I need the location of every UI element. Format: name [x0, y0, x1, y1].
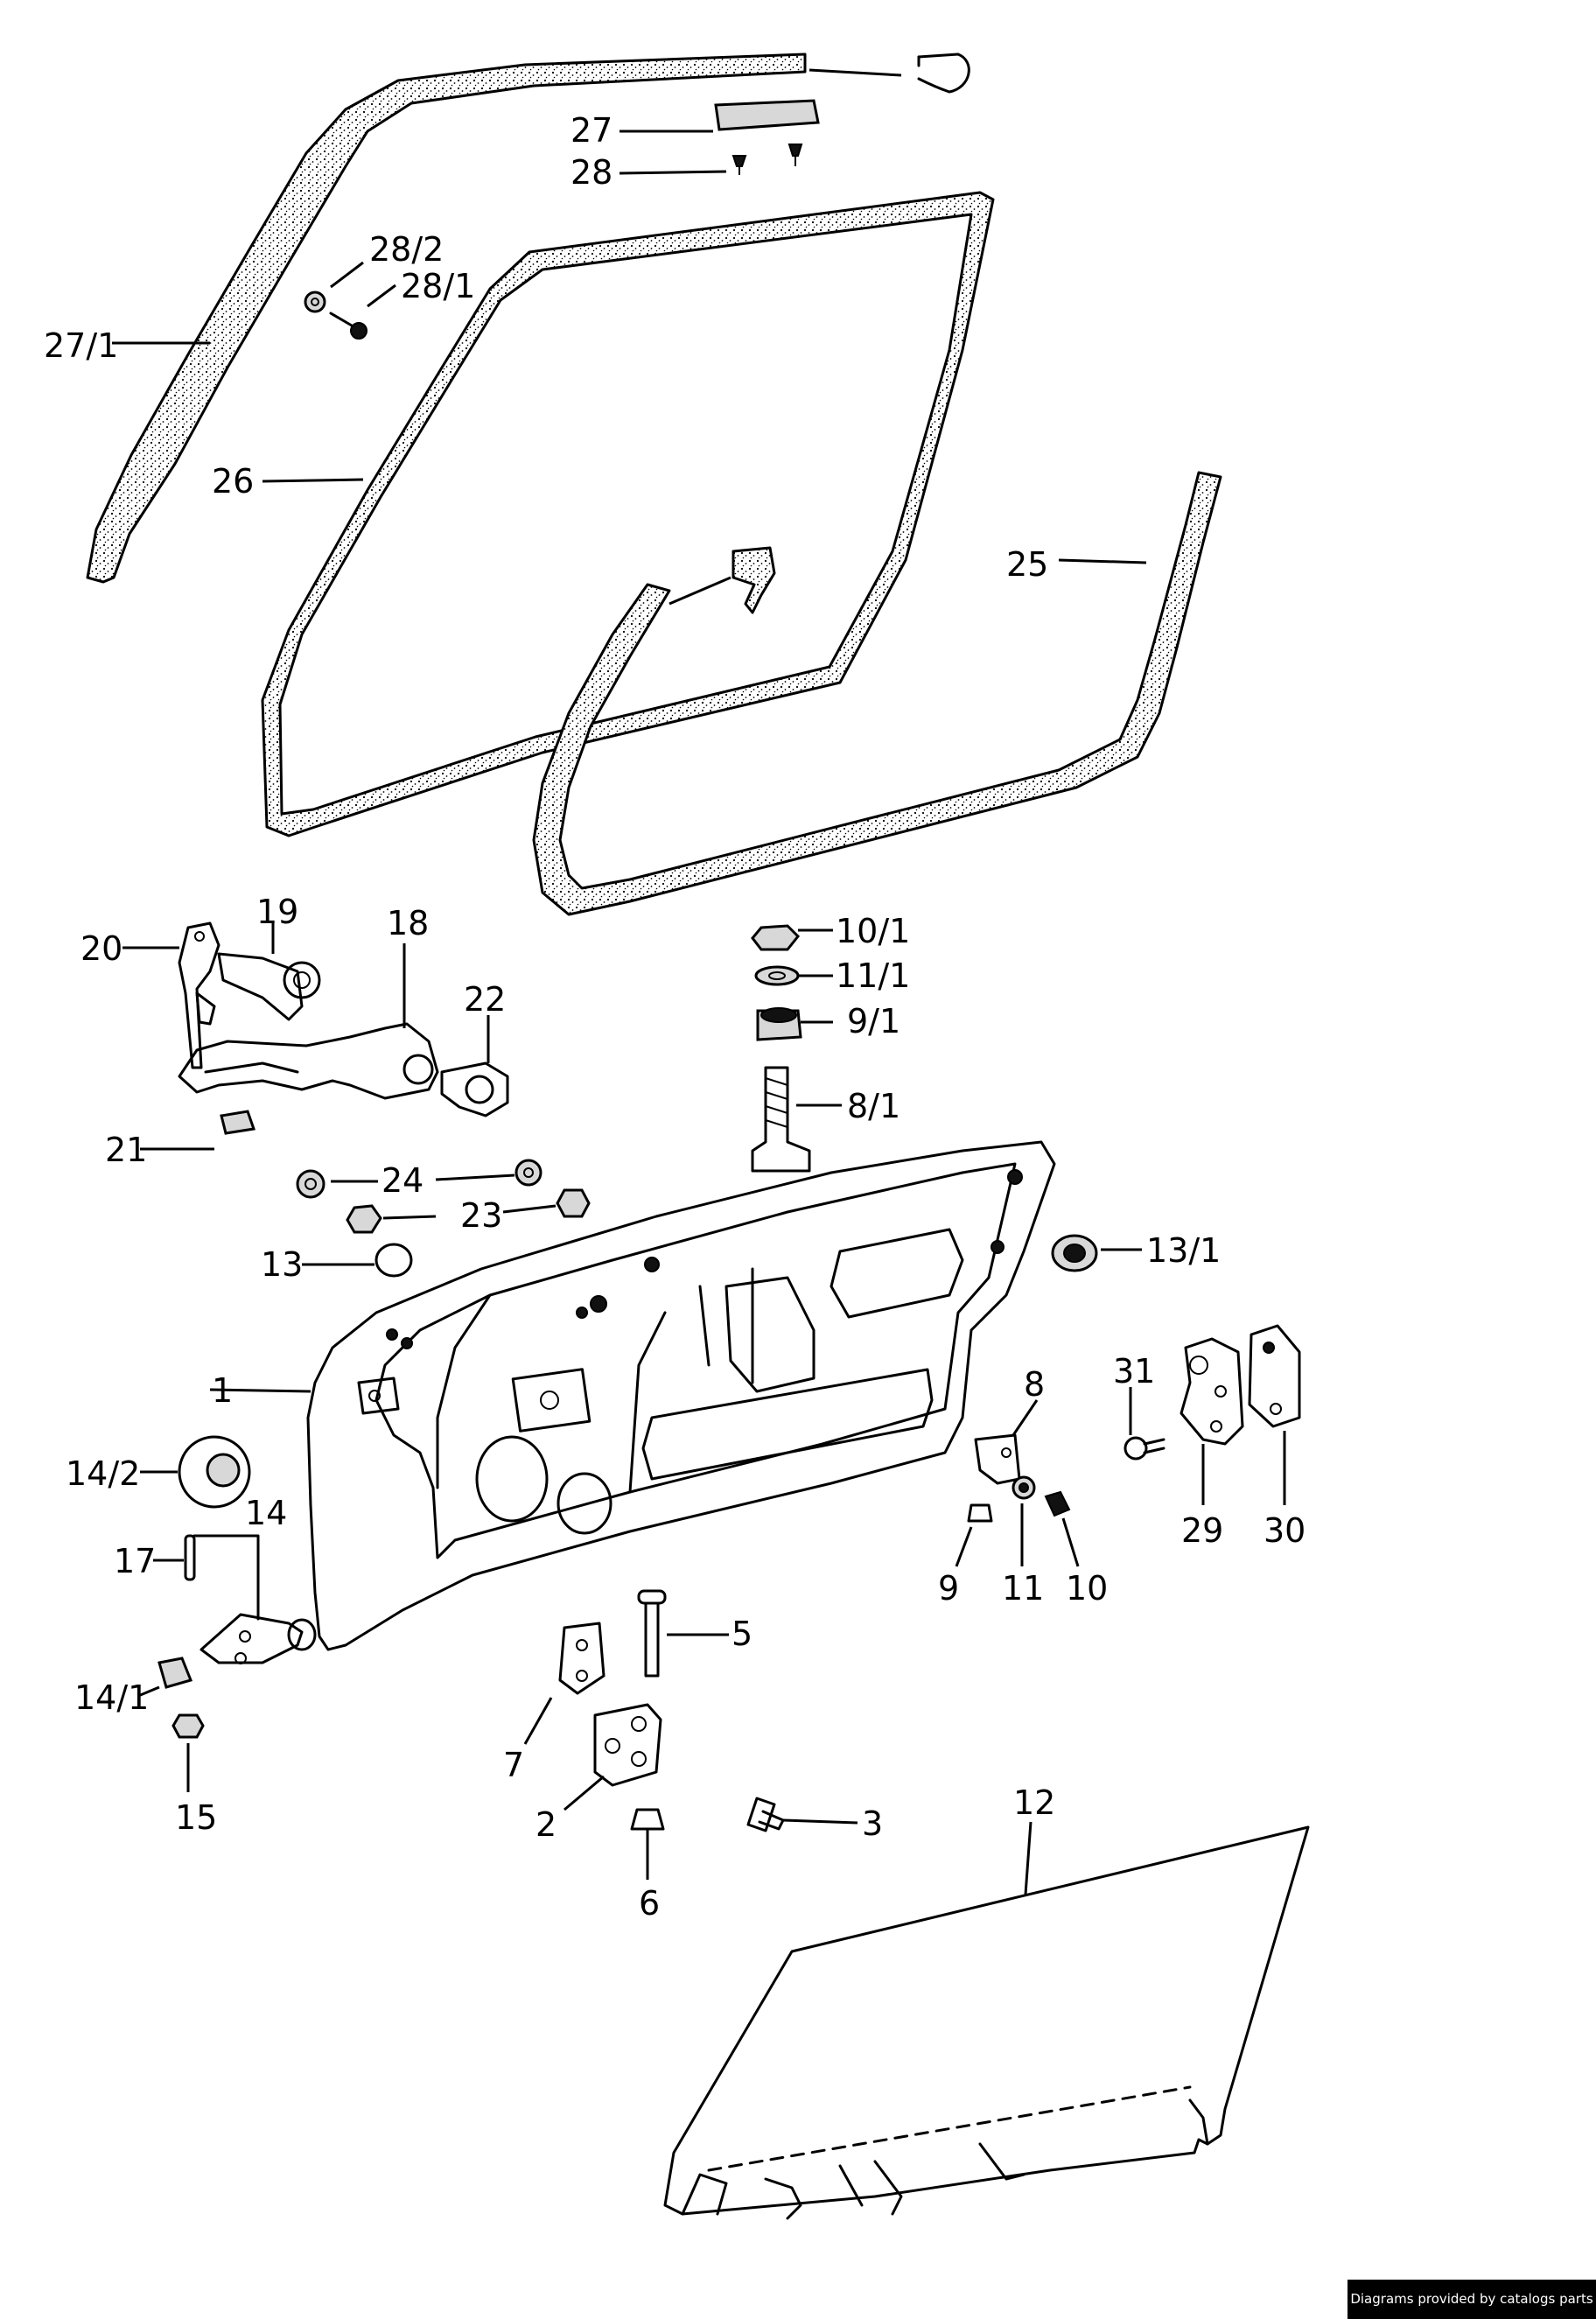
- part-20-keys: [122, 921, 220, 1069]
- part-18-door-handle: [178, 943, 439, 1100]
- part-9-1-bushing: [756, 1007, 833, 1041]
- part-8-bracket: [974, 1399, 1039, 1485]
- part-13-plug: [302, 1243, 413, 1278]
- part-clip-curve: [808, 53, 970, 94]
- label-14-1: 14/1: [74, 1678, 149, 1717]
- part-7-hinge-plate: [523, 1622, 606, 1745]
- part-6-cap: [630, 1808, 665, 1880]
- part-26-window-frame-seal: [261, 191, 995, 837]
- label-3: 3: [862, 1804, 883, 1843]
- label-17: 17: [114, 1542, 156, 1580]
- label-1: 1: [212, 1371, 233, 1410]
- part-28-2-washer: [304, 261, 364, 313]
- label-2: 2: [536, 1805, 556, 1844]
- label-28-2: 28/2: [369, 230, 444, 269]
- part-5-bolt: [637, 1589, 729, 1678]
- label-9-1: 9/1: [847, 1002, 900, 1040]
- label-25: 25: [1006, 545, 1048, 584]
- part-31-screw: [1124, 1387, 1166, 1461]
- label-9: 9: [938, 1569, 959, 1608]
- part-17-pin: [153, 1534, 196, 1581]
- label-22: 22: [464, 980, 506, 1019]
- part-12-door-panel: [663, 1821, 1310, 2220]
- part-10-screw: [1044, 1490, 1080, 1567]
- callout-labels: 27 28 28/2 28/1 27/1 26 25 19 18 20 22 2…: [44, 111, 1306, 1923]
- part-30-cover-plate: [1248, 1324, 1301, 1505]
- label-14-2: 14/2: [66, 1454, 140, 1493]
- part-14-2-grommet: [140, 1435, 251, 1509]
- part-11-washer: [1012, 1475, 1036, 1566]
- part-29-hinge-bracket: [1180, 1337, 1244, 1505]
- label-5: 5: [732, 1615, 752, 1653]
- part-1-door-shell: [209, 1140, 1056, 1651]
- label-26: 26: [212, 462, 254, 501]
- part-19-lock-cylinder: [217, 923, 321, 1021]
- label-31: 31: [1113, 1352, 1155, 1391]
- part-11-1-washer: [754, 965, 833, 986]
- label-28-1: 28/1: [401, 267, 475, 305]
- part-28-screws: [619, 144, 803, 175]
- part-14-1-plate: [137, 1657, 193, 1698]
- label-28: 28: [570, 153, 612, 192]
- label-21: 21: [105, 1131, 147, 1169]
- part-8-1-bolt: [751, 1066, 842, 1173]
- label-20: 20: [80, 929, 122, 968]
- part-2-hinge-plate: [564, 1703, 662, 1811]
- label-12: 12: [1013, 1783, 1055, 1822]
- label-27: 27: [570, 111, 612, 150]
- part-13-1-grommet: [1051, 1234, 1142, 1272]
- label-6: 6: [639, 1884, 660, 1923]
- label-10-1: 10/1: [836, 912, 910, 950]
- part-seal-clip: [668, 546, 776, 614]
- label-7: 7: [503, 1746, 524, 1784]
- credit-banner: Diagrams provided by catalogs parts: [1348, 2280, 1596, 2319]
- label-10: 10: [1066, 1569, 1108, 1608]
- part-10-1-nut: [751, 924, 833, 951]
- label-13: 13: [261, 1245, 303, 1284]
- label-24: 24: [382, 1161, 424, 1200]
- part-27-1-roof-seal: [86, 53, 807, 584]
- label-15: 15: [175, 1798, 217, 1837]
- label-19: 19: [256, 893, 298, 931]
- label-27-1: 27/1: [44, 326, 118, 365]
- label-18: 18: [387, 904, 429, 942]
- part-14-lock-striker: [192, 1534, 317, 1664]
- label-8-1: 8/1: [847, 1087, 900, 1125]
- part-21-handle-pad: [140, 1110, 256, 1151]
- label-11: 11: [1002, 1569, 1044, 1608]
- label-29: 29: [1181, 1511, 1223, 1550]
- label-13-1: 13/1: [1146, 1231, 1221, 1270]
- part-24-washers: [296, 1159, 542, 1199]
- label-8: 8: [1024, 1365, 1045, 1404]
- part-27-trim: [620, 99, 820, 133]
- part-3-bolt: [746, 1797, 858, 1832]
- part-25-door-seal: [532, 471, 1222, 916]
- label-14: 14: [245, 1494, 287, 1532]
- part-15-nut: [172, 1713, 205, 1792]
- part-22-handle-ring: [440, 1015, 509, 1117]
- label-11-1: 11/1: [836, 956, 910, 995]
- label-30: 30: [1264, 1511, 1306, 1550]
- label-23: 23: [460, 1196, 502, 1235]
- part-28-1-screw: [329, 284, 396, 340]
- part-9-cap: [955, 1503, 993, 1567]
- part-23-nuts: [346, 1188, 591, 1234]
